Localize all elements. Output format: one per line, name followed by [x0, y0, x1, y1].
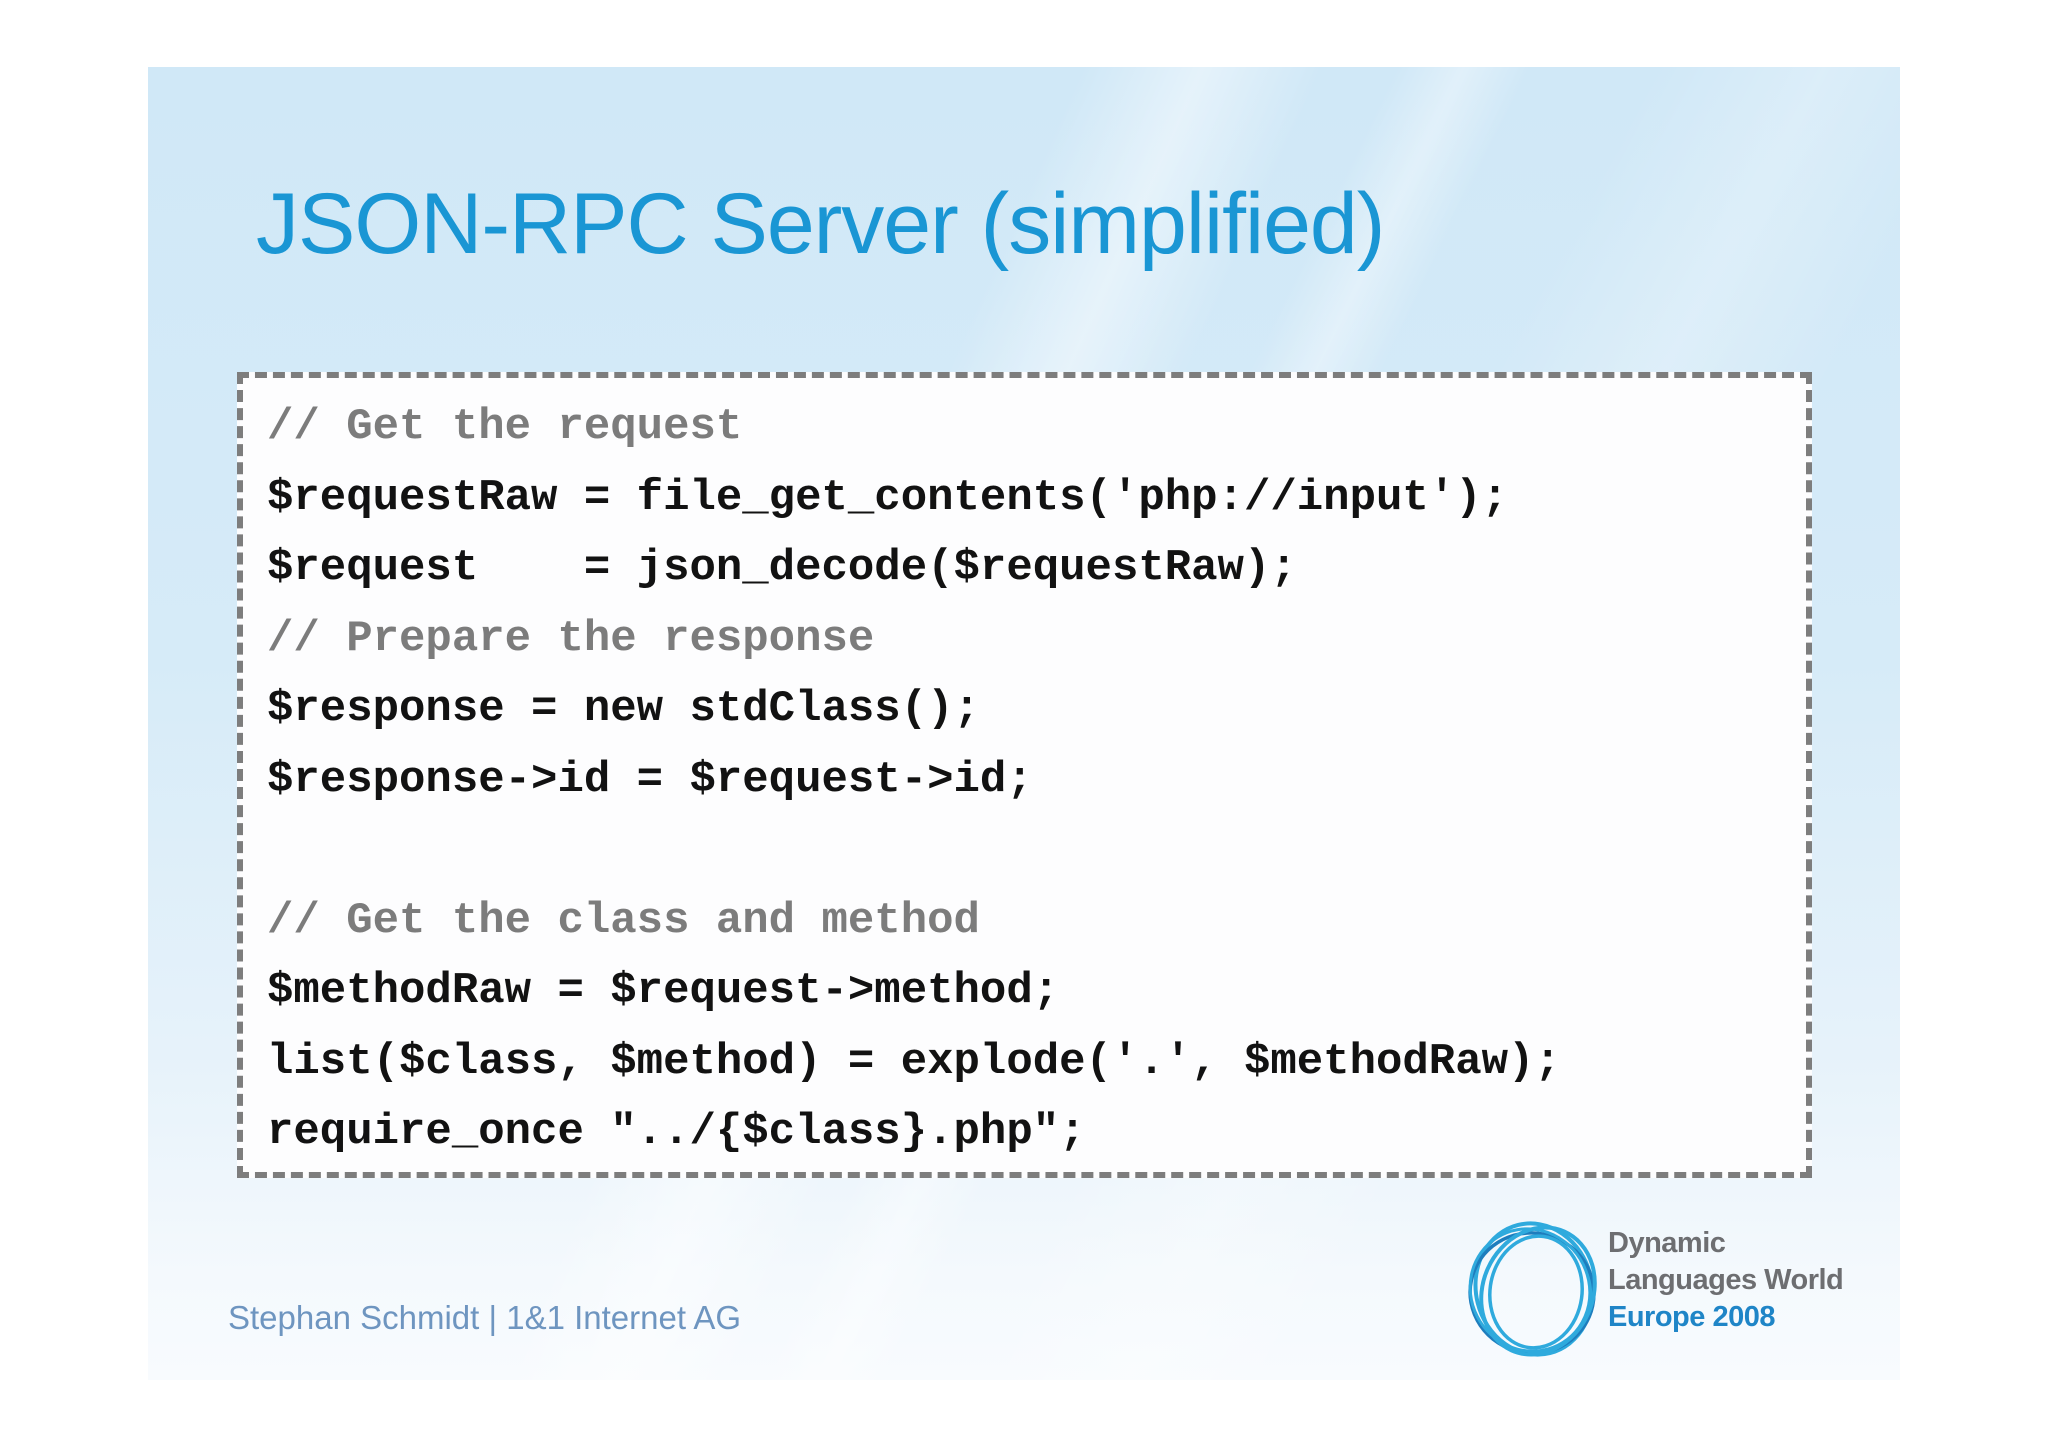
logo-line-languages-world: Languages World	[1608, 1264, 1844, 1296]
code-line: $methodRaw = $request->method;	[267, 966, 1060, 1016]
code-line: list($class, $method) = explode('.', $me…	[267, 1036, 1561, 1087]
code-line: $response = new stdClass();	[267, 684, 980, 734]
page-title: JSON-RPC Server (simplified)	[256, 176, 1385, 272]
rings-icon	[1468, 1221, 1597, 1357]
conference-logo: Dynamic Languages World Europe 2008	[1466, 1207, 1900, 1380]
logo-line-dynamic: Dynamic	[1608, 1227, 1726, 1259]
conference-logo-text: Dynamic Languages World Europe 2008	[1608, 1225, 1844, 1336]
logo-line-europe-2008: Europe 2008	[1608, 1301, 1775, 1333]
code-line: $requestRaw = file_get_contents('php://i…	[267, 472, 1509, 523]
slide-background: JSON-RPC Server (simplified) // Get the …	[148, 67, 1900, 1380]
code-line: // Get the class and method	[267, 895, 980, 946]
code-line: $request = json_decode($requestRaw);	[267, 543, 1297, 593]
code-line: $response->id = $request->id;	[267, 754, 1033, 805]
footer-author: Stephan Schmidt | 1&1 Internet AG	[228, 1299, 742, 1336]
code-line: // Get the request	[267, 402, 743, 452]
code-line: require_once "../{$class}.php";	[267, 1107, 1086, 1157]
code-block: // Get the request $requestRaw = file_get…	[237, 372, 1812, 1178]
code-line	[267, 815, 1796, 886]
code-line: // Prepare the response	[267, 613, 875, 664]
